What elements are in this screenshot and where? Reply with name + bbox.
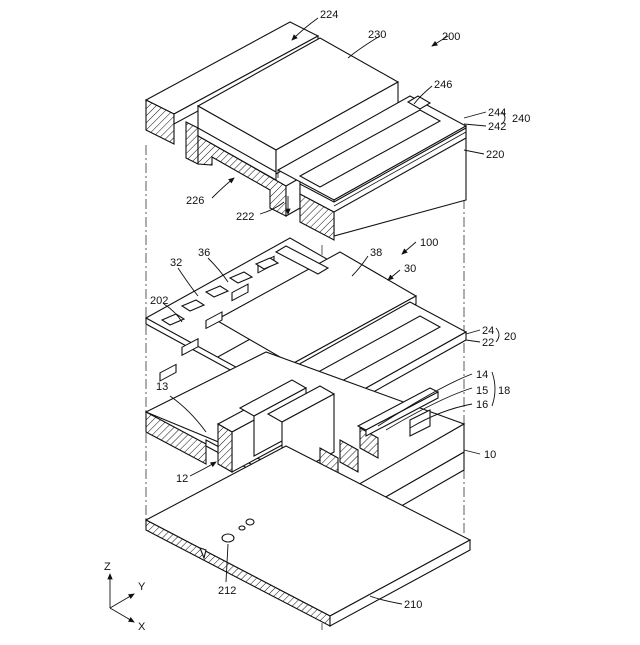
label-240: 240 — [512, 113, 530, 125]
axis-indicator: Z Y X — [104, 561, 146, 633]
label-22: 22 — [482, 337, 494, 349]
label-16: 16 — [476, 399, 488, 411]
label-18: 18 — [498, 385, 510, 397]
label-220: 220 — [486, 149, 504, 161]
label-202: 202 — [150, 295, 168, 307]
axis-label-x: X — [138, 621, 146, 633]
label-100: 100 — [420, 237, 438, 249]
label-210: 210 — [404, 599, 422, 611]
label-224: 224 — [320, 9, 338, 21]
label-226: 226 — [186, 195, 204, 207]
label-244: 244 — [488, 107, 506, 119]
label-246: 246 — [434, 79, 452, 91]
label-14: 14 — [476, 369, 488, 381]
label-30: 30 — [404, 263, 416, 275]
label-13: 13 — [156, 381, 168, 393]
label-230: 230 — [368, 29, 386, 41]
label-20: 20 — [504, 331, 516, 343]
label-10: 10 — [484, 449, 496, 461]
label-200: 200 — [442, 31, 460, 43]
label-212: 212 — [218, 585, 236, 597]
label-38: 38 — [370, 247, 382, 259]
axis-label-y: Y — [138, 581, 146, 593]
label-222: 222 — [236, 211, 254, 223]
axis-label-z: Z — [104, 561, 111, 573]
label-32: 32 — [170, 257, 182, 269]
label-36: 36 — [198, 247, 210, 259]
label-15: 15 — [476, 385, 488, 397]
label-12: 12 — [176, 473, 188, 485]
label-24: 24 — [482, 325, 494, 337]
label-242: 242 — [488, 121, 506, 133]
